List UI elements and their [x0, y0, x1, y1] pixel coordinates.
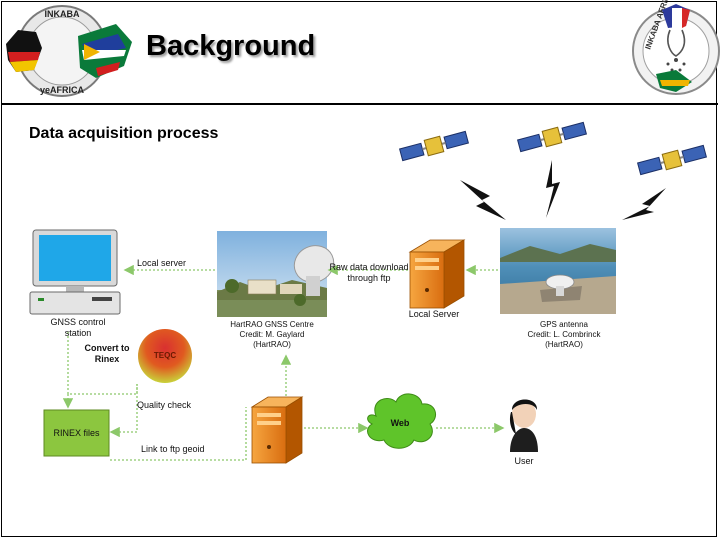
- gps-caption: GPS antenna Credit: L. Combrinck (HartRA…: [512, 320, 616, 350]
- link-ftp-label: Link to ftp geoid: [141, 444, 205, 454]
- raw-download-label: Raw data download through ftp: [327, 262, 411, 284]
- header-divider: [1, 103, 718, 105]
- convert-rinex-label: Convert to Rinex: [80, 343, 134, 365]
- inkaba-logo-right: INKABA AFRICA: [632, 0, 720, 95]
- convert-line2: Rinex: [94, 354, 120, 364]
- local-server-label: Local Server: [408, 309, 460, 319]
- connector-arrows: [62, 264, 505, 461]
- rinex-files-label: RINEX files: [53, 428, 100, 438]
- web-label: Web: [390, 418, 410, 428]
- convert-line1: Convert to: [84, 343, 130, 353]
- logo-left-top-text: INKABA: [45, 9, 80, 19]
- lightning-bolt-icon: [460, 180, 506, 220]
- user-label: User: [514, 456, 534, 466]
- teqc-label: TEQC: [153, 351, 177, 360]
- server-icon: [250, 396, 304, 464]
- gps-line2: Credit: L. Combrinck: [527, 330, 601, 339]
- satellite-icon: [398, 130, 470, 162]
- raw-download-line2: through ftp: [347, 273, 391, 283]
- hartrao-line3: (HartRAO): [253, 340, 291, 349]
- hartrao-photo: [217, 231, 335, 317]
- section-subtitle: Data acquisition process: [29, 125, 219, 142]
- satellite-icon: [636, 144, 708, 176]
- teqc-circle: [138, 329, 192, 383]
- gnss-station-caption: GNSS control station: [38, 317, 118, 339]
- gps-antenna-photo: [500, 228, 616, 314]
- hartrao-line2: Credit: M. Gaylard: [239, 330, 305, 339]
- raw-download-line1: Raw data download: [329, 262, 409, 272]
- gps-line3: (HartRAO): [545, 340, 583, 349]
- inkaba-logo-left: INKABA yeAFRICA: [6, 5, 132, 97]
- hartrao-line1: HartRAO GNSS Centre: [230, 320, 314, 329]
- rinex-files-box: [43, 409, 110, 457]
- quality-check-label: Quality check: [137, 400, 192, 410]
- hartrao-caption: HartRAO GNSS Centre Credit: M. Gaylard (…: [216, 320, 328, 350]
- local-server-arrow-label: Local server: [137, 258, 187, 268]
- web-cloud-icon: [367, 393, 437, 449]
- logo-left-bottom-text: yeAFRICA: [40, 85, 85, 95]
- page-title: Background: [146, 30, 316, 62]
- local-server-icon: [408, 239, 466, 309]
- satellite-icon: [516, 121, 588, 153]
- lightning-bolt-icon: [546, 160, 560, 218]
- gps-line1: GPS antenna: [539, 320, 589, 329]
- lightning-bolt-icon: [622, 188, 666, 220]
- computer-icon: [29, 229, 121, 315]
- user-icon: [509, 399, 538, 452]
- gnss-line2: station: [64, 328, 92, 338]
- gnss-line1: GNSS control: [50, 317, 106, 327]
